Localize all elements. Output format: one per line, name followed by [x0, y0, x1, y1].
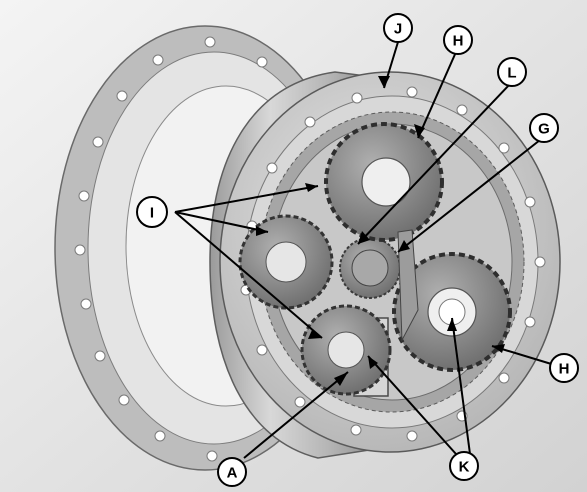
svg-text:G: G: [538, 121, 550, 138]
callout-g: G: [530, 114, 558, 142]
svg-text:H: H: [559, 361, 570, 378]
svg-text:J: J: [394, 21, 402, 38]
callout-h-right: H: [550, 354, 578, 382]
planet-gear-left-bottom: [302, 306, 390, 394]
callout-i: I: [137, 197, 167, 227]
callout-l: L: [498, 58, 526, 86]
svg-text:K: K: [459, 459, 470, 476]
svg-text:H: H: [453, 33, 464, 50]
svg-text:A: A: [227, 465, 238, 482]
callout-h-top: H: [444, 26, 472, 54]
svg-text:L: L: [507, 65, 516, 82]
callout-k: K: [450, 452, 478, 480]
svg-text:I: I: [150, 205, 154, 222]
callout-a: A: [218, 458, 246, 486]
sun-gear: [340, 238, 400, 298]
callout-j: J: [384, 14, 412, 42]
planet-gear-top: [326, 124, 442, 240]
